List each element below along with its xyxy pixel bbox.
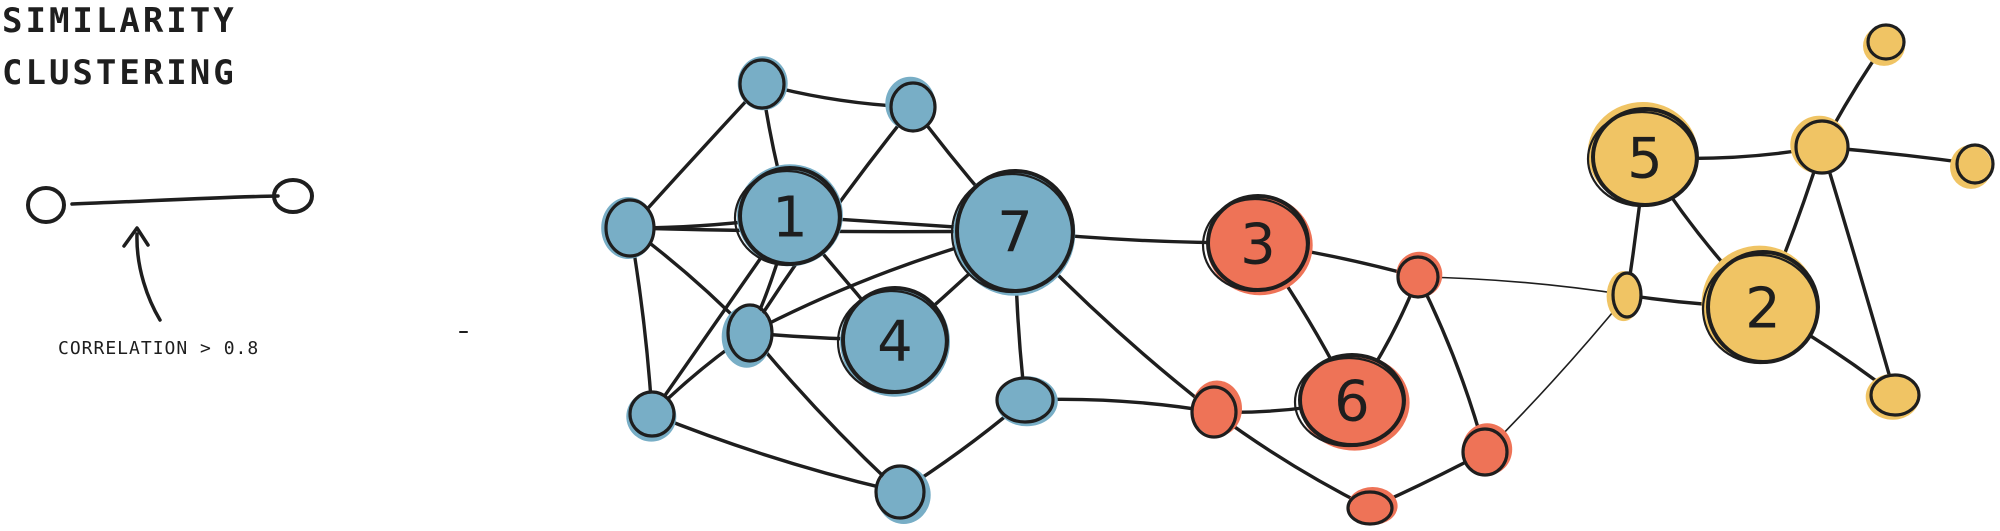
legend-arrow-shaft [135,232,162,322]
node-b7: 7 [950,169,1076,296]
node-r6: 6 [1293,353,1410,451]
legend: CORRELATION > 0.8 [26,178,314,359]
node-y_right [1950,143,1995,189]
node-y2: 2 [1701,245,1820,365]
node-outline-y_right [1955,143,1995,185]
legend-arrow-head [122,226,150,248]
node-b_mid [721,303,774,368]
title-line-1: SIMILARITY [2,1,237,41]
node-outline-b_lowright [995,376,1055,424]
node-fill-r3 [1206,195,1313,296]
node-fill-y5 [1587,102,1698,204]
edge-b_lowleft-b_bottom [650,412,902,494]
node-label-b7: 7 [997,201,1033,266]
node-b_left [601,197,656,259]
node-outline-r_left [1190,385,1238,439]
node-b_top2 [885,76,937,133]
node-fill-y_right [1950,144,1992,189]
node-outline-r_small [1396,255,1440,299]
node-outline-r_bottom [1346,490,1394,526]
node-b_top1 [737,56,788,111]
edge-r_small-y_small [1417,276,1628,296]
node-label-r6: 6 [1334,370,1370,435]
node-r_left [1190,380,1242,439]
node-fill-r6 [1299,354,1410,451]
node-y_small [1606,271,1643,322]
node-fill-y_hub [1790,115,1849,174]
node-outline-b_lowleft [628,390,676,438]
node-y_hub [1790,115,1850,175]
node-fill-b_lowleft [626,391,677,442]
legend-annotation: CORRELATION > 0.8 [58,338,259,359]
node-outline-second-b4 [836,289,948,395]
title-line-2: CLUSTERING [2,53,237,93]
node-fill-y2 [1701,245,1818,362]
node-b_lowleft [626,390,677,442]
node-label-b1: 1 [772,186,808,251]
node-outline-second-y5 [1586,110,1698,208]
node-b4: 4 [836,286,950,397]
node-outline-second-b7 [950,172,1074,294]
node-label-y2: 2 [1745,277,1781,342]
node-label-r3: 3 [1240,213,1276,278]
node-r_right [1461,423,1513,477]
node-outline-b_top2 [889,81,937,133]
node-b_lowright [995,376,1058,427]
legend-node-left [26,186,66,224]
node-outline-b_top1 [738,58,786,110]
edge-y_hub-y_bottom [1820,145,1897,397]
node-b1: 1 [733,164,843,267]
node-fill-b7 [953,169,1076,296]
node-y_top [1863,23,1906,66]
edge-r_right-y_small [1484,294,1628,453]
legend-node-right [272,178,314,214]
node-outline-y_bottom [1869,373,1921,417]
node-label-b4: 4 [877,310,913,375]
node-fill-b_left [601,197,656,259]
node-label-y5: 5 [1627,127,1663,192]
node-outline-r_right [1461,427,1509,477]
network-nodes: 1 7 4 3 6 5 2 [601,23,1995,526]
node-outline-b_left [604,198,656,258]
legend-edge [70,194,280,206]
node-outline-b_mid [726,303,774,363]
node-outline-second-r3 [1201,197,1309,293]
diagram-title: SIMILARITY CLUSTERING [2,1,237,93]
node-r_bottom [1346,487,1398,526]
node-r_small [1396,251,1443,299]
node-outline-second-y2 [1701,253,1819,365]
node-r3: 3 [1201,194,1313,296]
node-outline-second-r6 [1293,356,1405,448]
node-fill-b_lowright [995,376,1058,427]
node-y_bottom [1865,373,1921,420]
node-outline-b_bottom [874,464,926,520]
node-fill-b4 [840,286,950,397]
node-outline-second-b1 [733,169,841,267]
node-fill-b1 [736,164,843,267]
node-b_bottom [874,464,931,524]
node-outline-y_small [1611,271,1643,319]
edge-r_small-r_right [1416,275,1487,454]
node-outline-y_hub [1794,119,1850,175]
node-outline-y_top [1866,23,1906,61]
node-fill-b_top1 [737,56,788,111]
node-y5: 5 [1586,102,1699,208]
